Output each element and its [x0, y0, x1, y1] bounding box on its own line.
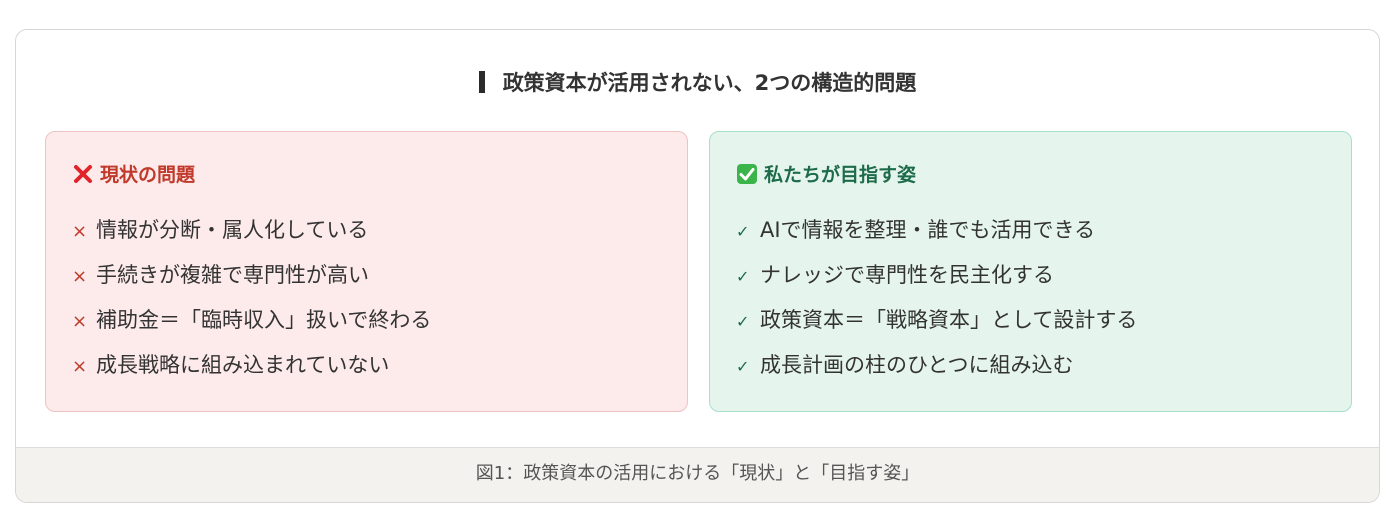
check-mark-icon: ✓ — [736, 312, 750, 331]
goal-item: ✓ 成長計画の柱のひとつに組み込む — [736, 346, 1137, 391]
goal-list: ✓ AIで情報を整理・誰でも活用できる ✓ ナレッジで専門性を民主化する ✓ 政策資本… — [736, 211, 1137, 391]
target-vision-heading: 私たちが目指す姿 — [764, 164, 917, 186]
problem-text: 情報が分断・属人化している — [96, 218, 369, 242]
check-mark-icon: ✓ — [736, 267, 750, 286]
goal-text: ナレッジで専門性を民主化する — [760, 263, 1054, 287]
goal-item: ✓ 政策資本＝「戦略資本」として設計する — [736, 301, 1137, 346]
figure-caption: 図1：政策資本の活用における「現状」と「目指す姿」 — [16, 447, 1379, 502]
check-mark-icon: ✓ — [736, 357, 750, 376]
goal-text: AIで情報を整理・誰でも活用できる — [760, 218, 1096, 242]
current-problems-heading-row: 現状の問題 — [72, 161, 195, 189]
cross-mark-icon: × — [72, 356, 88, 377]
current-problems-card: 現状の問題 × 情報が分断・属人化している × 手続きが複雑で専門性が高い × 補助金… — [45, 131, 688, 412]
green-check-box-icon — [737, 164, 757, 184]
current-problems-heading: 現状の問題 — [100, 164, 196, 186]
problem-text: 手続きが複雑で専門性が高い — [96, 263, 369, 287]
target-vision-heading-row: 私たちが目指す姿 — [736, 161, 916, 189]
cross-mark-icon: × — [72, 221, 88, 242]
cross-mark-icon: × — [72, 311, 88, 332]
problem-text: 補助金＝「臨時収入」扱いで終わる — [96, 308, 432, 332]
red-cross-icon — [74, 165, 92, 183]
figure-title: 政策資本が活用されない、2つの構造的問題 — [502, 71, 917, 95]
problem-item: × 情報が分断・属人化している — [72, 211, 431, 256]
check-mark-icon: ✓ — [736, 222, 750, 241]
cross-mark-icon: × — [72, 266, 88, 287]
figure-frame: 政策資本が活用されない、2つの構造的問題 現状の問題 × 情報が分断・属人化してい… — [15, 29, 1380, 503]
goal-text: 成長計画の柱のひとつに組み込む — [760, 353, 1074, 377]
goal-item: ✓ AIで情報を整理・誰でも活用できる — [736, 211, 1137, 256]
problem-list: × 情報が分断・属人化している × 手続きが複雑で専門性が高い × 補助金＝「臨時収入… — [72, 211, 431, 391]
target-vision-card: 私たちが目指す姿 ✓ AIで情報を整理・誰でも活用できる ✓ ナレッジで専門性を民主… — [709, 131, 1352, 412]
goal-text: 政策資本＝「戦略資本」として設計する — [760, 308, 1138, 332]
goal-item: ✓ ナレッジで専門性を民主化する — [736, 256, 1137, 301]
problem-text: 成長戦略に組み込まれていない — [96, 353, 390, 377]
figure-title-row: 政策資本が活用されない、2つの構造的問題 — [16, 68, 1379, 98]
title-bar-icon — [478, 71, 485, 93]
problem-item: × 補助金＝「臨時収入」扱いで終わる — [72, 301, 431, 346]
problem-item: × 手続きが複雑で専門性が高い — [72, 256, 431, 301]
problem-item: × 成長戦略に組み込まれていない — [72, 346, 431, 391]
